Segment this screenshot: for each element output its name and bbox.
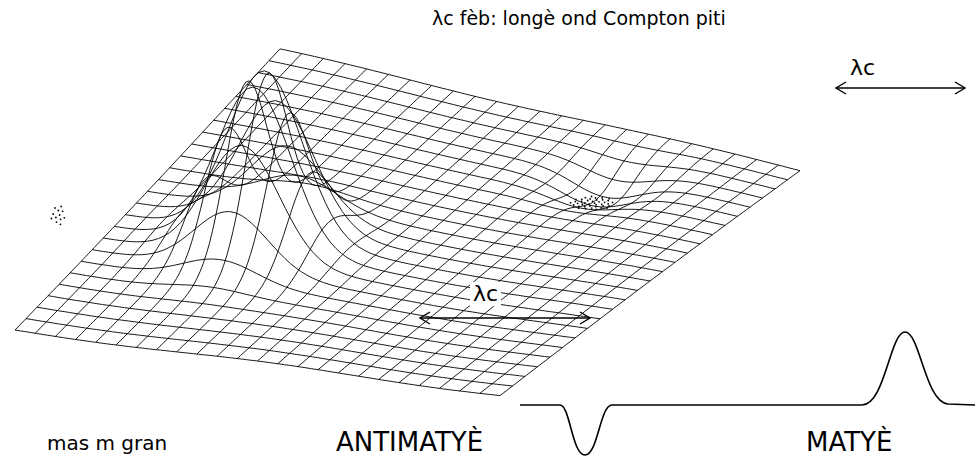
stipple-dot <box>595 206 597 208</box>
stipple-dot <box>607 203 609 205</box>
mesh-line <box>116 74 388 345</box>
compton-wavelength-label: λc <box>850 56 875 80</box>
stipple-dot <box>606 207 608 209</box>
stipple-dot <box>601 197 603 199</box>
stipple-dot <box>594 202 596 204</box>
mesh-line <box>236 96 750 207</box>
wavelength-arrow <box>420 312 590 324</box>
stipple-dot <box>607 200 609 202</box>
compton-wavelength-label: λc <box>470 282 501 306</box>
stipple-dot <box>577 203 579 205</box>
mesh-line <box>500 171 800 396</box>
mesh-line <box>103 145 600 318</box>
stipple-dot <box>57 210 59 212</box>
stipple-dot <box>56 221 58 223</box>
stipple-dot <box>608 205 610 207</box>
spacetime-mesh <box>15 49 800 396</box>
mesh-line <box>15 49 280 330</box>
stipple-dot <box>60 206 62 208</box>
mesh-line <box>203 132 713 235</box>
mesh-line <box>181 156 688 253</box>
stipple-dot <box>595 197 597 199</box>
stipple-dot <box>55 217 57 219</box>
mesh-line <box>55 59 323 337</box>
mesh-line <box>76 64 345 340</box>
stipple-dots <box>51 196 614 226</box>
stipple-dot <box>60 223 62 225</box>
stipple-dot <box>52 213 54 215</box>
stipple-dot <box>578 207 580 209</box>
mesh-line <box>35 54 302 334</box>
mesh-line <box>159 175 663 272</box>
stipple-dot <box>585 208 587 210</box>
stipple-dot <box>574 201 576 203</box>
stipple-dot <box>591 196 593 198</box>
stipple-dot <box>589 205 591 207</box>
wavelength-arrow <box>836 82 965 94</box>
mesh-line <box>359 134 649 376</box>
stipple-dot <box>595 209 597 211</box>
antimatter-label: ANTIMATYÈ <box>336 428 483 457</box>
stipple-dot <box>587 200 589 202</box>
stipple-dot <box>588 203 590 205</box>
field-profile <box>520 332 975 455</box>
stipple-dot <box>51 218 53 220</box>
stipple-dot <box>581 200 583 202</box>
stipple-dot <box>59 214 61 216</box>
stipple-dot <box>600 207 602 209</box>
stipple-dot <box>570 202 572 204</box>
stipple-dot <box>581 199 583 201</box>
stipple-dot <box>575 199 577 201</box>
mesh-line <box>480 165 779 393</box>
stipple-dot <box>604 201 606 203</box>
mesh-line <box>247 85 763 199</box>
stipple-dot <box>598 201 600 203</box>
stipple-dot <box>608 198 610 200</box>
stipple-dot <box>54 207 56 209</box>
stipple-dot <box>585 197 587 199</box>
mesh-line <box>214 120 725 225</box>
mesh-line <box>280 49 800 171</box>
mesh-line <box>258 73 775 189</box>
stipple-dot <box>584 202 586 204</box>
mass-label: mas m gran <box>47 432 167 454</box>
mesh-line <box>338 130 626 373</box>
stipple-dot <box>62 210 64 212</box>
mesh-line <box>48 296 537 367</box>
stipple-dot <box>601 203 603 205</box>
stipple-dot <box>578 205 580 207</box>
stipple-dot <box>596 199 598 201</box>
stipple-dot <box>589 198 591 200</box>
diagram-title: λc fèb: longè ond Compton piti <box>432 8 726 29</box>
mesh-line <box>269 61 788 180</box>
stipple-dot <box>591 207 593 209</box>
mesh-line <box>114 87 612 309</box>
matter-label: MATYÈ <box>806 428 892 457</box>
stipple-dot <box>584 206 586 208</box>
stipple-dot <box>60 218 62 220</box>
mesh-line <box>439 154 735 388</box>
mesh-line <box>460 160 757 392</box>
stipple-dot <box>595 204 597 206</box>
stipple-dot <box>581 204 583 206</box>
stipple-dot <box>573 204 575 206</box>
stipple-dot <box>602 199 604 201</box>
stipple-dot <box>602 205 604 207</box>
stipple-dot <box>63 217 65 219</box>
stipple-dot <box>592 201 594 203</box>
mesh-line <box>192 144 700 244</box>
stipple-dot <box>612 202 614 204</box>
